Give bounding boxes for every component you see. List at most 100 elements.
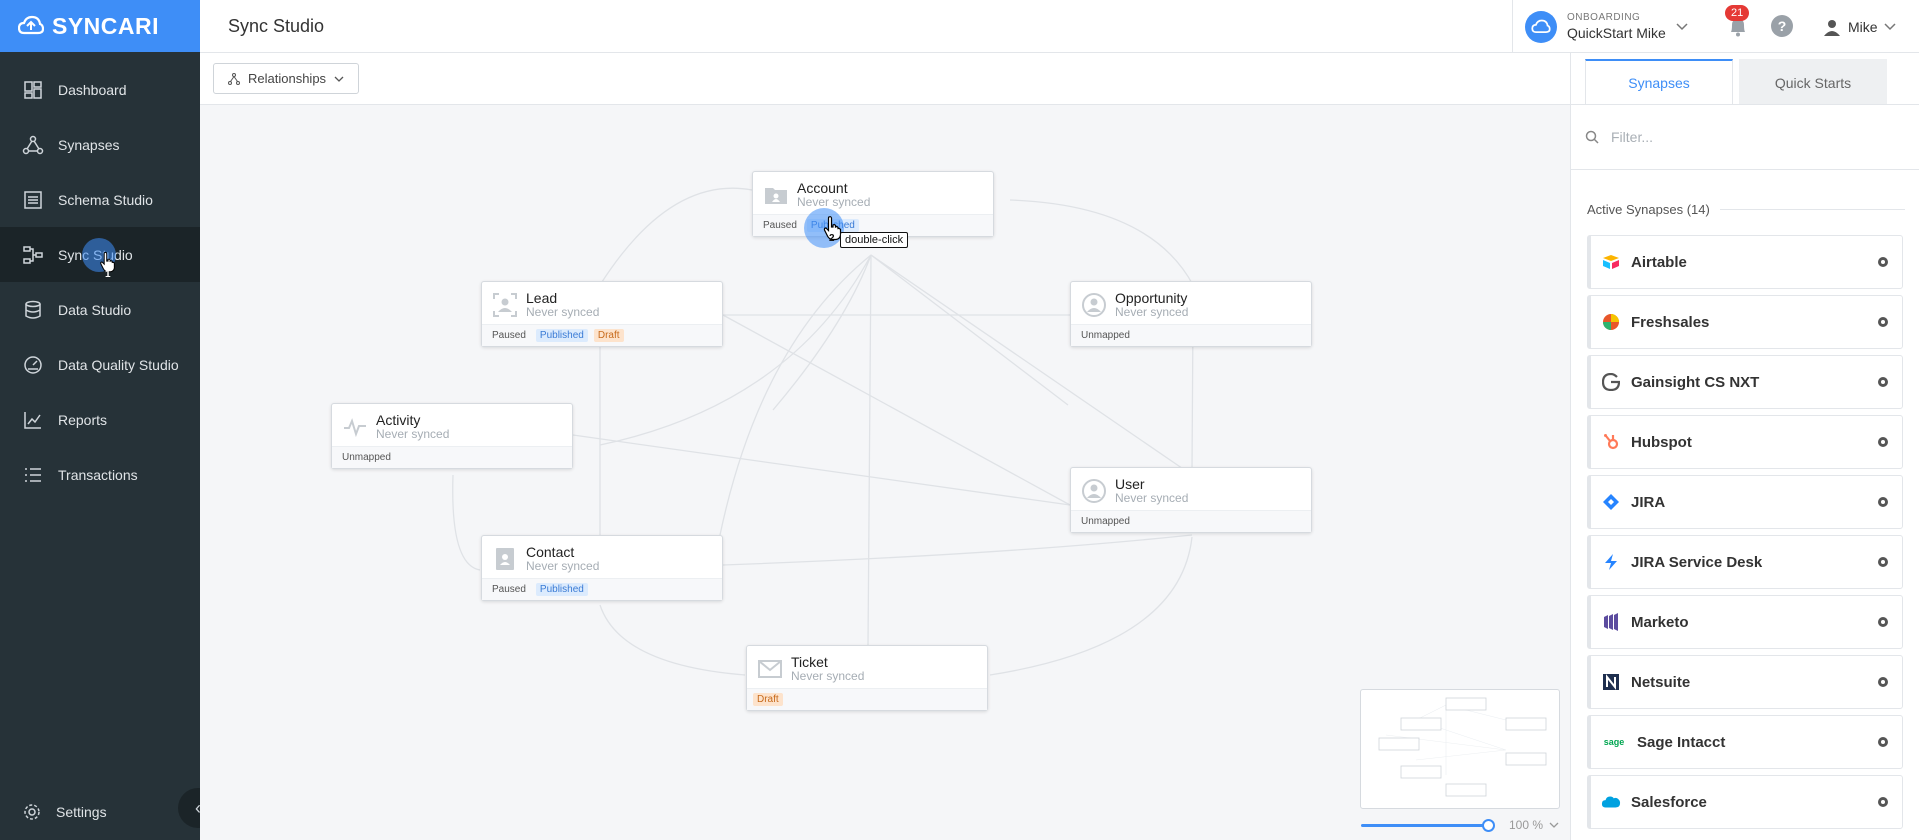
activity-pulse-icon	[344, 418, 366, 438]
gear-icon[interactable]	[1876, 255, 1890, 269]
gear-icon[interactable]	[1876, 315, 1890, 329]
synapse-item-salesforce[interactable]: Salesforce	[1587, 775, 1903, 829]
synapse-item-hubspot[interactable]: Hubspot	[1587, 415, 1903, 469]
gear-icon[interactable]	[1876, 555, 1890, 569]
hand-cursor-icon	[100, 251, 115, 273]
synapse-item-jira[interactable]: JIRA	[1587, 475, 1903, 529]
sidebar-nav: Dashboard Synapses Schema Studio Sync St…	[0, 62, 200, 502]
node-sync-status: Never synced	[376, 427, 450, 441]
list-icon	[25, 467, 41, 482]
gear-icon[interactable]	[1876, 375, 1890, 389]
minimap[interactable]	[1360, 689, 1560, 809]
sidebar-item-sync-studio[interactable]: Sync Studio 1	[0, 227, 200, 282]
person-circle-icon	[1082, 479, 1106, 503]
node-name: Account	[797, 180, 848, 196]
edge	[599, 254, 872, 446]
edge	[719, 254, 872, 536]
synapse-item-sage-intacct[interactable]: sage Sage Intacct	[1587, 715, 1903, 769]
gear-icon[interactable]	[1876, 675, 1890, 689]
synapse-name: JIRA Service Desk	[1631, 553, 1763, 571]
zoom-level[interactable]: 100 %	[1509, 818, 1544, 832]
synapse-item-airtable[interactable]: Airtable	[1587, 235, 1903, 289]
sidebar-item-label: Data Studio	[58, 301, 132, 318]
sidebar-item-data-quality-studio[interactable]: Data Quality Studio	[0, 337, 200, 392]
sidebar-item-label: Data Quality Studio	[58, 356, 179, 373]
airtable-icon	[1601, 252, 1621, 272]
gear-icon[interactable]	[1876, 615, 1890, 629]
user-menu[interactable]: Mike	[1822, 17, 1896, 37]
gear-icon[interactable]	[1876, 795, 1890, 809]
synapse-name: Sage Intacct	[1637, 733, 1726, 751]
syncari-logo-icon	[18, 15, 44, 35]
line-chart-icon	[24, 411, 41, 429]
edge	[722, 314, 1071, 506]
synapse-item-freshsales[interactable]: Freshsales	[1587, 295, 1903, 349]
tooltip: double-click	[840, 232, 909, 248]
synapse-name: Gainsight CS NXT	[1631, 373, 1760, 391]
brand-logo[interactable]: SYNCARI	[0, 0, 200, 52]
org-switcher[interactable]: ONBOARDING QuickStart Mike	[1512, 0, 1688, 53]
status-badge: Unmapped	[1081, 330, 1130, 341]
node-sync-status: Never synced	[1115, 305, 1189, 319]
sidebar-item-dashboard[interactable]: Dashboard	[0, 62, 200, 117]
zoom-slider-handle[interactable]	[1482, 818, 1495, 832]
edge	[870, 254, 1193, 476]
gainsight-icon	[1601, 372, 1621, 392]
help-icon[interactable]: ?	[1771, 15, 1793, 37]
gear-icon[interactable]	[1876, 435, 1890, 449]
dashboard-icon	[24, 80, 42, 99]
status-badge: Published	[535, 583, 588, 596]
sidebar-item-transactions[interactable]: Transactions	[0, 447, 200, 502]
node-sync-status: Never synced	[526, 559, 600, 573]
synapse-name: Airtable	[1631, 253, 1687, 271]
synapse-list: Airtable Freshsales Gainsight CS NXT Hub…	[1587, 235, 1903, 835]
sidebar-item-synapses[interactable]: Synapses	[0, 117, 200, 172]
status-badge: Paused	[492, 584, 526, 595]
relationships-dropdown[interactable]: Relationships	[213, 63, 360, 94]
contact-book-icon	[496, 548, 514, 570]
sidebar-item-schema-studio[interactable]: Schema Studio	[0, 172, 200, 227]
chevron-down-icon[interactable]	[1549, 822, 1559, 828]
chevron-down-icon	[1676, 22, 1688, 30]
filter-row	[1571, 104, 1919, 170]
notification-badge: 21	[1725, 5, 1750, 21]
tab-quick-starts[interactable]: Quick Starts	[1739, 59, 1887, 104]
gear-icon[interactable]	[1876, 495, 1890, 509]
node-lead[interactable]: Lead Never synced Paused Published Draft	[481, 281, 723, 347]
node-name: User	[1115, 476, 1145, 492]
status-badge: Published	[535, 329, 588, 342]
org-name: QuickStart Mike	[1567, 25, 1666, 41]
minimap-preview	[1378, 697, 1547, 797]
node-contact[interactable]: Contact Never synced Paused Published	[481, 535, 723, 601]
node-name: Lead	[526, 290, 558, 306]
org-text: ONBOARDING QuickStart Mike	[1567, 12, 1666, 41]
node-sync-status: Never synced	[797, 195, 871, 209]
sync-studio-icon	[23, 245, 43, 264]
node-user[interactable]: User Never synced Unmapped	[1070, 467, 1312, 533]
org-label: ONBOARDING	[1567, 12, 1641, 23]
node-opportunity[interactable]: Opportunity Never synced Unmapped	[1070, 281, 1312, 347]
node-ticket[interactable]: Ticket Never synced Draft	[746, 645, 988, 711]
node-name: Opportunity	[1115, 290, 1188, 306]
synapse-item-jira-service-desk[interactable]: JIRA Service Desk	[1587, 535, 1903, 589]
node-tags: Unmapped	[332, 446, 572, 468]
relationship-canvas[interactable]: Account Never synced Paused Published Le…	[200, 105, 1570, 840]
node-account[interactable]: Account Never synced Paused Published	[752, 171, 994, 237]
node-activity[interactable]: Activity Never synced Unmapped	[331, 403, 573, 469]
filter-input[interactable]	[1611, 129, 1891, 145]
synapse-panel: Synapses Quick Starts Active Synapses (1…	[1570, 53, 1919, 840]
tab-synapses[interactable]: Synapses	[1585, 59, 1733, 104]
synapse-item-marketo[interactable]: Marketo	[1587, 595, 1903, 649]
active-synapses-heading: Active Synapses (14)	[1587, 202, 1905, 217]
status-badge: Paused	[492, 330, 526, 341]
synapse-item-netsuite[interactable]: Netsuite	[1587, 655, 1903, 709]
sidebar-item-reports[interactable]: Reports	[0, 392, 200, 447]
bell-icon[interactable]	[1728, 16, 1748, 38]
zoom-slider[interactable]	[1361, 818, 1495, 832]
gear-icon[interactable]	[1876, 735, 1890, 749]
search-icon	[1585, 130, 1599, 144]
sidebar-item-settings[interactable]: Settings	[0, 784, 200, 840]
node-tags: Unmapped	[1071, 510, 1311, 532]
sidebar-item-data-studio[interactable]: Data Studio	[0, 282, 200, 337]
synapse-item-gainsight[interactable]: Gainsight CS NXT	[1587, 355, 1903, 409]
